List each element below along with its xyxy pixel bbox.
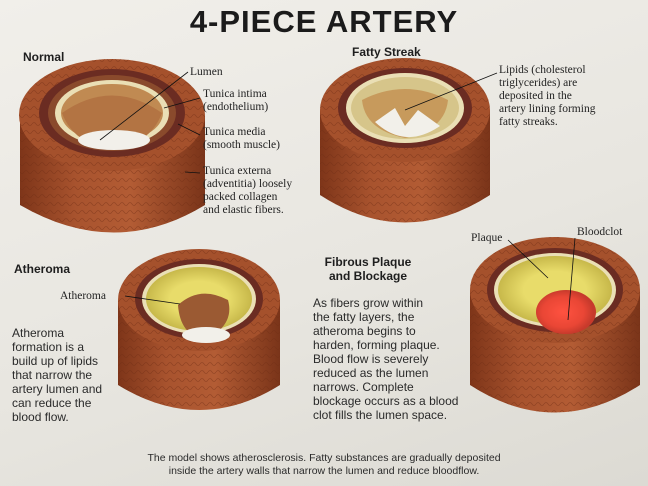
footer-caption: The model shows atherosclerosis. Fatty s… <box>147 452 501 477</box>
page-title: 4-PIECE ARTERY <box>189 4 459 39</box>
plaque-label: Plaque <box>471 232 503 244</box>
atheroma-description: Atheroma formation is a build up of lipi… <box>12 326 103 424</box>
normal-artery-illustration <box>19 59 205 233</box>
tunica-externa-label: Tunica externa (adventitia) loosely pack… <box>203 165 293 216</box>
normal-heading: Normal <box>23 50 65 64</box>
atheroma-label: Atheroma <box>60 290 106 302</box>
fibrous-plaque-heading: Fibrous Plaque and Blockage <box>324 255 412 283</box>
fibrous-plaque-artery-illustration <box>470 237 640 413</box>
fatty-streak-artery-illustration <box>320 58 498 223</box>
tunica-intima-label: Tunica intima (endothelium) <box>203 88 269 113</box>
lumen-label: Lumen <box>190 66 223 78</box>
fatty-streak-heading: Fatty Streak <box>352 45 421 59</box>
tunica-media-label: Tunica media (smooth muscle) <box>203 126 280 151</box>
lipids-label: Lipids (cholesterol triglycerides) are d… <box>499 64 596 128</box>
atheroma-heading: Atheroma <box>14 262 71 276</box>
atheroma-artery-illustration <box>118 249 280 410</box>
bloodclot-label: Bloodclot <box>577 226 623 238</box>
fibrous-plaque-description: As fibers grow within the fatty layers, … <box>313 296 459 422</box>
